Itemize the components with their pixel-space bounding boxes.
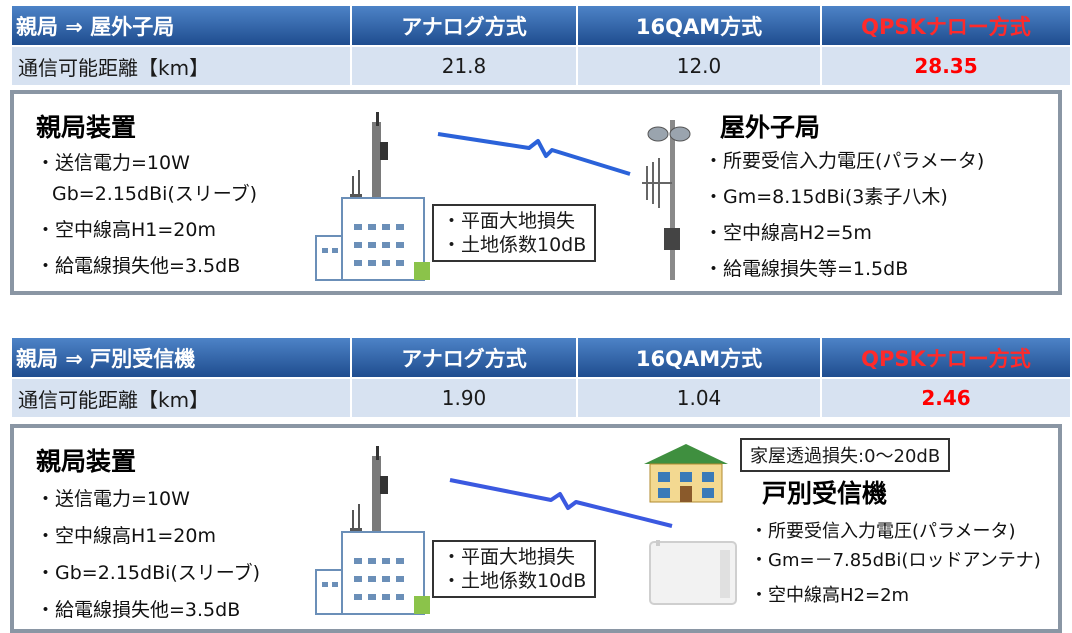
- gb-text: ・Gb=2.15dBi(スリーブ): [36, 562, 261, 584]
- qpsk-narrow-distance: 2.46: [822, 377, 1070, 417]
- distance-label: 通信可能距離【km】: [12, 377, 350, 417]
- gm-text: ・Gm=－7.85dBi(ロッドアンテナ): [750, 550, 1041, 571]
- ground-loss-box: ・平面大地損失 ・土地係数10dB: [432, 540, 597, 598]
- master-station-building-icon: [315, 446, 430, 615]
- analog-header: アナログ方式: [352, 6, 576, 45]
- gm-text: ・Gm=8.15dBi(3素子八木): [704, 186, 948, 208]
- tx-power-text: ・送信電力=10W: [36, 488, 190, 510]
- required-input-text: ・所要受信入力電圧(パラメータ): [750, 521, 1016, 542]
- radio-wave-icon: [449, 478, 673, 528]
- feeder-loss-text: ・給電線損失他=3.5dB: [36, 255, 241, 277]
- radio-wave-icon: [437, 132, 631, 176]
- distance-label: 通信可能距離【km】: [12, 45, 350, 85]
- analog-header: アナログ方式: [352, 338, 576, 377]
- table-header-row: 親局 ⇒ 戸別受信機 アナログ方式 16QAM方式 QPSKナロー方式: [12, 338, 1070, 377]
- master-station-block: 親局装置 ・送信電力=10W Gb=2.15dBi(スリーブ) ・空中線高H1=…: [36, 108, 257, 278]
- antenna-height-text: ・空中線高H1=20m: [36, 525, 216, 547]
- house-icon: [644, 444, 728, 503]
- feeder-loss-outdoor-text: ・給電線損失等=1.5dB: [704, 258, 909, 280]
- master-station-block: 親局装置 ・送信電力=10W ・空中線高H1=20m ・Gb=2.15dBi(ス…: [36, 442, 260, 622]
- tx-power-text: ・送信電力=10W: [36, 152, 190, 174]
- house-loss-box: 家屋透過損失:0～20dB: [740, 438, 951, 472]
- required-input-text: ・所要受信入力電圧(パラメータ): [704, 150, 985, 172]
- 16qam-distance: 12.0: [578, 45, 820, 85]
- flat-earth-loss-text: ・平面大地損失: [442, 546, 576, 568]
- land-factor-text: ・土地係数10dB: [442, 570, 587, 592]
- qpsk-narrow-header: QPSKナロー方式: [822, 338, 1070, 377]
- household-distance-table: 親局 ⇒ 戸別受信機 アナログ方式 16QAM方式 QPSKナロー方式 通信可能…: [10, 338, 1072, 417]
- feeder-loss-text: ・給電線損失他=3.5dB: [36, 599, 241, 621]
- household-receiver-icon: [649, 540, 737, 605]
- 16qam-header: 16QAM方式: [578, 6, 820, 45]
- master-station-title: 親局装置: [36, 113, 137, 142]
- antenna-height-text: ・空中線高H1=20m: [36, 219, 216, 241]
- antenna-height-h2-text: ・空中線高H2=2m: [750, 585, 910, 606]
- outdoor-parameter-panel: 親局装置 ・送信電力=10W Gb=2.15dBi(スリーブ) ・空中線高H1=…: [10, 90, 1062, 295]
- flat-earth-loss-text: ・平面大地損失: [442, 210, 576, 232]
- analog-distance: 1.90: [352, 377, 576, 417]
- household-receiver-title: 戸別受信機: [762, 479, 888, 508]
- outdoor-station-block: 屋外子局 ・所要受信入力電圧(パラメータ) ・Gm=8.15dBi(3素子八木)…: [704, 108, 984, 281]
- outdoor-station-pole-icon: [642, 120, 691, 280]
- ground-loss-box: ・平面大地損失 ・土地係数10dB: [432, 204, 597, 262]
- master-station-building-icon: [315, 112, 430, 281]
- outdoor-station-title: 屋外子局: [720, 113, 821, 142]
- route-header: 親局 ⇒ 屋外子局: [12, 6, 350, 45]
- household-receiver-block: 戸別受信機 ・所要受信入力電圧(パラメータ) ・Gm=－7.85dBi(ロッドア…: [750, 474, 1041, 607]
- table-header-row: 親局 ⇒ 屋外子局 アナログ方式 16QAM方式 QPSKナロー方式: [12, 6, 1070, 45]
- outdoor-distance-table: 親局 ⇒ 屋外子局 アナログ方式 16QAM方式 QPSKナロー方式 通信可能距…: [10, 6, 1072, 85]
- qpsk-narrow-distance: 28.35: [822, 45, 1070, 85]
- land-factor-text: ・土地係数10dB: [442, 234, 587, 256]
- household-parameter-panel: 親局装置 ・送信電力=10W ・空中線高H1=20m ・Gb=2.15dBi(ス…: [10, 424, 1062, 633]
- table-row: 通信可能距離【km】 21.8 12.0 28.35: [12, 45, 1070, 85]
- 16qam-header: 16QAM方式: [578, 338, 820, 377]
- master-station-title: 親局装置: [36, 447, 137, 476]
- 16qam-distance: 1.04: [578, 377, 820, 417]
- analog-distance: 21.8: [352, 45, 576, 85]
- route-header: 親局 ⇒ 戸別受信機: [12, 338, 350, 377]
- gb-text: Gb=2.15dBi(スリーブ): [52, 183, 258, 205]
- table-row: 通信可能距離【km】 1.90 1.04 2.46: [12, 377, 1070, 417]
- qpsk-narrow-header: QPSKナロー方式: [822, 6, 1070, 45]
- antenna-height-h2-text: ・空中線高H2=5m: [704, 222, 872, 244]
